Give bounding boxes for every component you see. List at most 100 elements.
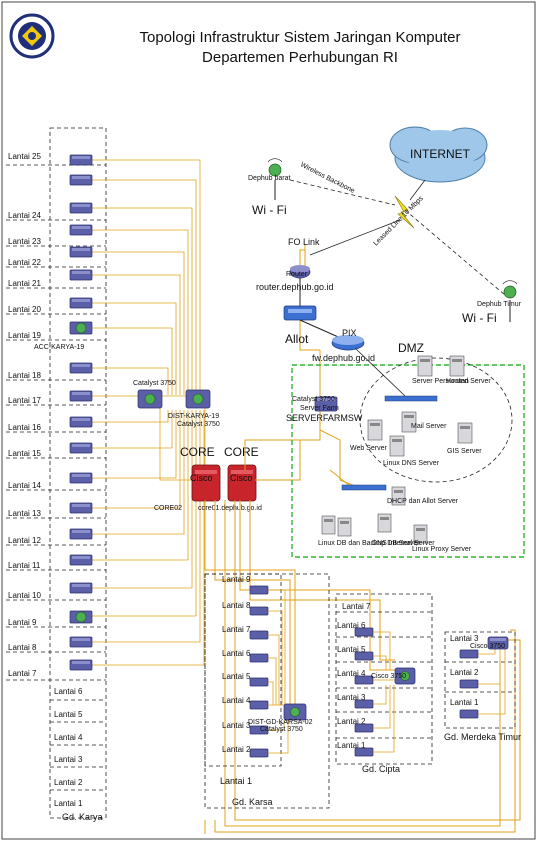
cipta-links (373, 631, 395, 753)
router-icon (289, 265, 311, 279)
dmz-label: DMZ (398, 341, 424, 355)
gd-karya-name: Gd. Karya (62, 812, 103, 822)
floor-label: Lantai 25 (8, 152, 41, 161)
access-switch-icon (249, 585, 269, 595)
access-switch-icon (249, 677, 269, 687)
floor-label: Lantai 4 (54, 733, 83, 742)
serverfarm-server-label: Linux Proxy Server (412, 546, 472, 553)
floor-label: Lantai 2 (337, 717, 366, 726)
access-switch-icon (69, 224, 93, 236)
floor-label: Lantai 5 (54, 710, 83, 719)
floor-label: Lantai 9 (222, 575, 251, 584)
serverfarm-switch-icon (314, 396, 338, 412)
core-uplinks (204, 245, 521, 834)
karya-access-switches (69, 154, 93, 671)
floor-label: Lantai 13 (8, 509, 41, 518)
floor-label: Lantai 3 (222, 721, 251, 730)
gd-karsa-name: Gd. Karsa (232, 797, 273, 807)
karsa-dist-label: DIST-GD-KARSA-02 (248, 719, 313, 726)
access-switch-icon (69, 472, 93, 484)
server-icon (389, 435, 405, 457)
acc-karya-label: ACC-KARYA-19 (34, 344, 84, 351)
server-icon (401, 411, 417, 433)
serverfarm-switch-model: Catalyst 3750 (292, 396, 335, 403)
karya-uplinks (92, 159, 206, 666)
pix-label: PIX (342, 328, 357, 338)
access-switch-icon (69, 362, 93, 374)
floor-label: Lantai 4 (337, 669, 366, 678)
serverfarm-servers (321, 486, 428, 544)
merdeka-switch-label: Cisco 3750 (470, 643, 505, 650)
diagram-subtitle: Departemen Perhubungan RI (202, 49, 398, 66)
internet-label: INTERNET (410, 147, 471, 161)
dmz-switch-icon (384, 395, 438, 402)
gd-karya-border (49, 127, 107, 819)
server-icon (321, 515, 336, 535)
floor-label: Lantai 17 (8, 396, 41, 405)
gd-merdeka-switches (459, 649, 479, 719)
floor-label: Lantai 1 (54, 799, 83, 808)
floor-label: Lantai 7 (222, 625, 251, 634)
floor-label: Lantai 15 (8, 449, 41, 458)
wifi-ap-icon (502, 280, 518, 322)
wifi-right-ap-label: Dephub Timur (477, 301, 522, 308)
catalyst-label: Catalyst 3750 (133, 380, 176, 387)
internet-cloud-icon (389, 126, 488, 183)
gd-karsa-border (204, 573, 330, 809)
cipta-switch-icon (394, 667, 416, 685)
access-switch-icon (69, 174, 93, 186)
access-switch-icon (69, 442, 93, 454)
router-host-label: router.dephub.go.id (256, 282, 334, 292)
access-switch-icon (249, 700, 269, 710)
core01-label: core01.dephub.go.id (198, 505, 262, 512)
access-switch-icon (69, 582, 93, 594)
server-icon (449, 355, 465, 377)
access-switch-icon (69, 610, 93, 624)
core02-label: CORE02 (154, 505, 182, 512)
serverfarm-switch-name: SERVERFARMSW (286, 413, 363, 423)
floor-label: Lantai 5 (222, 672, 251, 681)
gd-karsa-inner-border (204, 573, 282, 767)
serverfarm-bar-icon (341, 484, 387, 491)
access-switch-icon (69, 297, 93, 309)
dmz-zone-border (359, 357, 513, 483)
floor-label: Lantai 2 (54, 778, 83, 787)
floor-label: Lantai 1 (450, 698, 479, 707)
dmz-server-label: GIS Server (447, 448, 482, 455)
access-switch-icon (249, 630, 269, 640)
floor-label: Lantai 24 (8, 211, 41, 220)
wan-links (289, 179, 506, 296)
floor-label: Lantai 8 (8, 643, 37, 652)
gd-karsa-switches (249, 585, 269, 758)
floor-label: Lantai 1 (220, 776, 252, 786)
core-switch-icon (191, 464, 257, 502)
floor-label: Lantai 8 (222, 601, 251, 610)
floor-label: Lantai 3 (450, 634, 479, 643)
serverfarm-switch-label: Server Farm (300, 405, 339, 412)
firewall-host-label: fw.dephub.go.id (312, 353, 375, 363)
floor-label: Lantai 18 (8, 371, 41, 380)
karya-dist-switch-icon (137, 389, 211, 409)
dmz-server-label: Hosted Server (446, 378, 491, 385)
karsa-dist-switch-icon (283, 703, 307, 721)
server-icon (413, 524, 428, 544)
gd-karya-floors (6, 164, 106, 791)
access-switch-icon (69, 202, 93, 214)
dmz-server-label: Server Persuratan (412, 378, 469, 385)
core-label-2: CORE (224, 445, 259, 459)
gd-merdeka-floor-lines (445, 661, 515, 693)
access-switch-icon (69, 321, 93, 335)
floor-label: Lantai 1 (337, 741, 366, 750)
dephub-logo-icon (9, 13, 55, 59)
dmz-servers (367, 355, 473, 457)
core-device-2: Cisco (230, 473, 253, 483)
serverfarm-server-label: Linux DB dan Backup DB Server (318, 540, 420, 547)
dmz-server-label: Mail Server (411, 423, 447, 430)
gd-cipta-floor-lines (336, 611, 432, 739)
dist-karya-model: Catalyst 3750 (177, 421, 220, 428)
fo-link-label: FO Link (288, 237, 320, 247)
karsa-dist-model: Catalyst 3750 (260, 726, 303, 733)
gd-cipta-name: Gd. Cipta (362, 764, 400, 774)
server-icon (417, 355, 433, 377)
access-switch-icon (69, 502, 93, 514)
